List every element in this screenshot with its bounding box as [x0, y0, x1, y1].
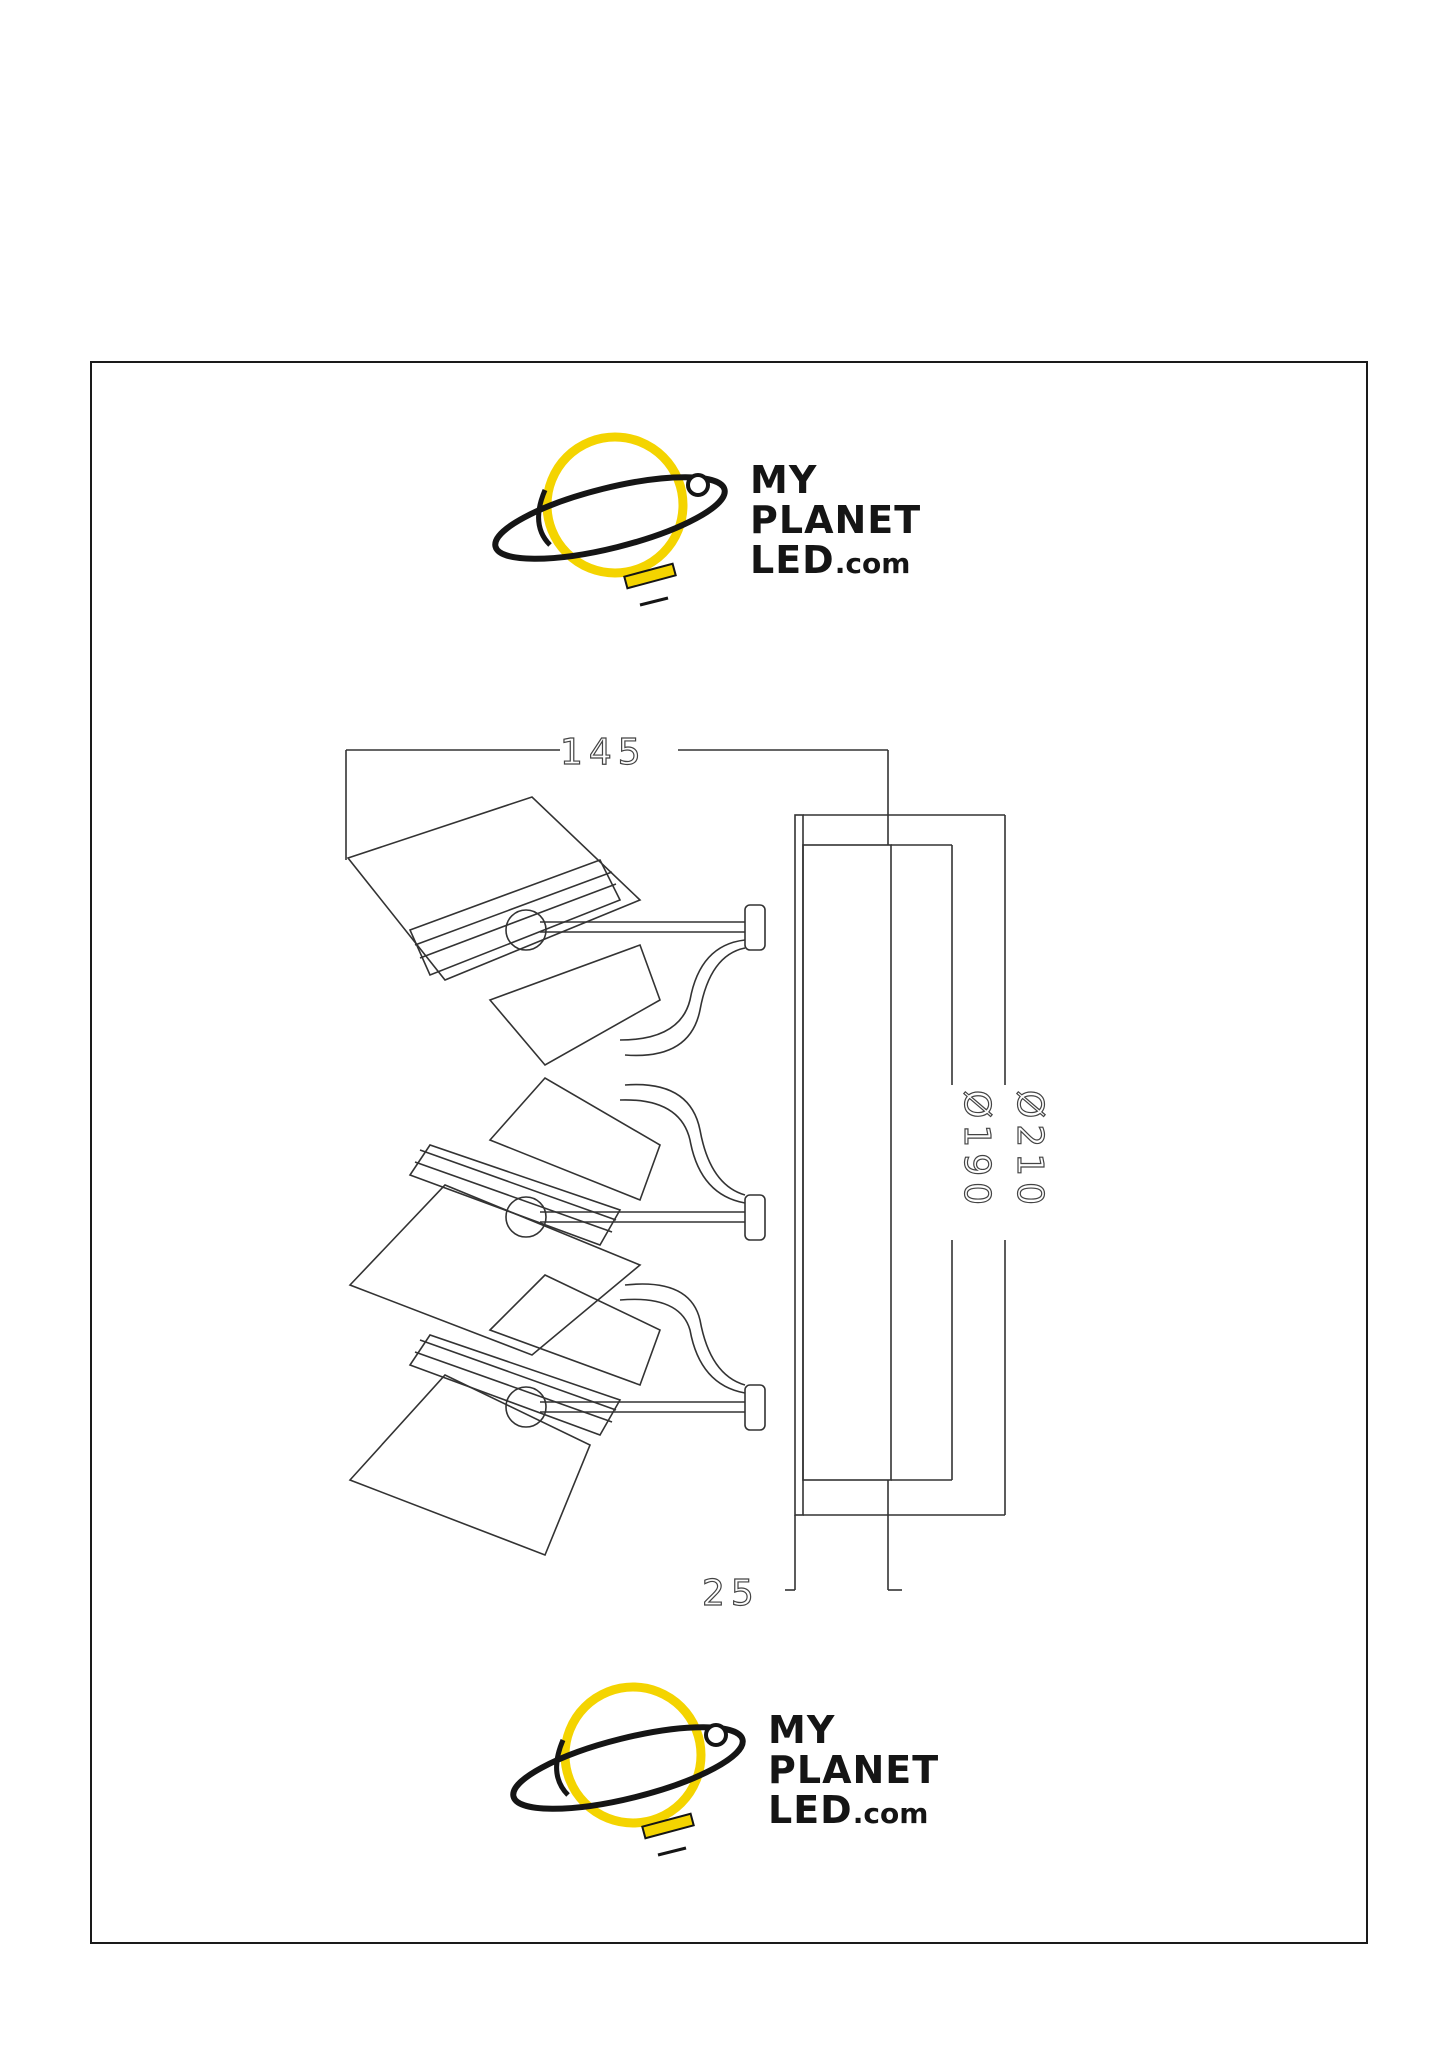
dimension-outer-diameter-label: Ø210 [1009, 1090, 1050, 1211]
brand-wordmark: MY PLANET LED.com [750, 460, 921, 584]
dimension-depth-label: 25 [702, 1573, 760, 1614]
planet-bulb-icon [492, 432, 728, 607]
mounting-plate [794, 814, 804, 1516]
brand-logo-bottom: MY PLANET LED.com [508, 1680, 988, 1880]
dimension-inner-diameter-label: Ø190 [956, 1090, 997, 1211]
spotlight-top [346, 796, 766, 1067]
brand-line-planet: PLANET [750, 498, 922, 542]
brand-wordmark: MY PLANET LED.com [768, 1710, 939, 1834]
brand-suffix: .com [852, 1797, 929, 1830]
brand-line-led: LED [750, 538, 835, 582]
brand-line-my: MY [750, 458, 818, 502]
brand-line-led: LED [768, 1788, 853, 1832]
drawing-frame [90, 361, 1368, 1944]
mounting-base [802, 844, 892, 1481]
brand-logo-top: MY PLANET LED.com [490, 430, 970, 630]
brand-line-planet: PLANET [768, 1748, 940, 1792]
spotlight-bottom [348, 1274, 766, 1557]
brand-suffix: .com [834, 547, 911, 580]
dimension-width-label: 145 [560, 732, 647, 773]
spotlight-middle [348, 1076, 766, 1356]
planet-bulb-icon [510, 1682, 746, 1857]
brand-line-my: MY [768, 1708, 836, 1752]
